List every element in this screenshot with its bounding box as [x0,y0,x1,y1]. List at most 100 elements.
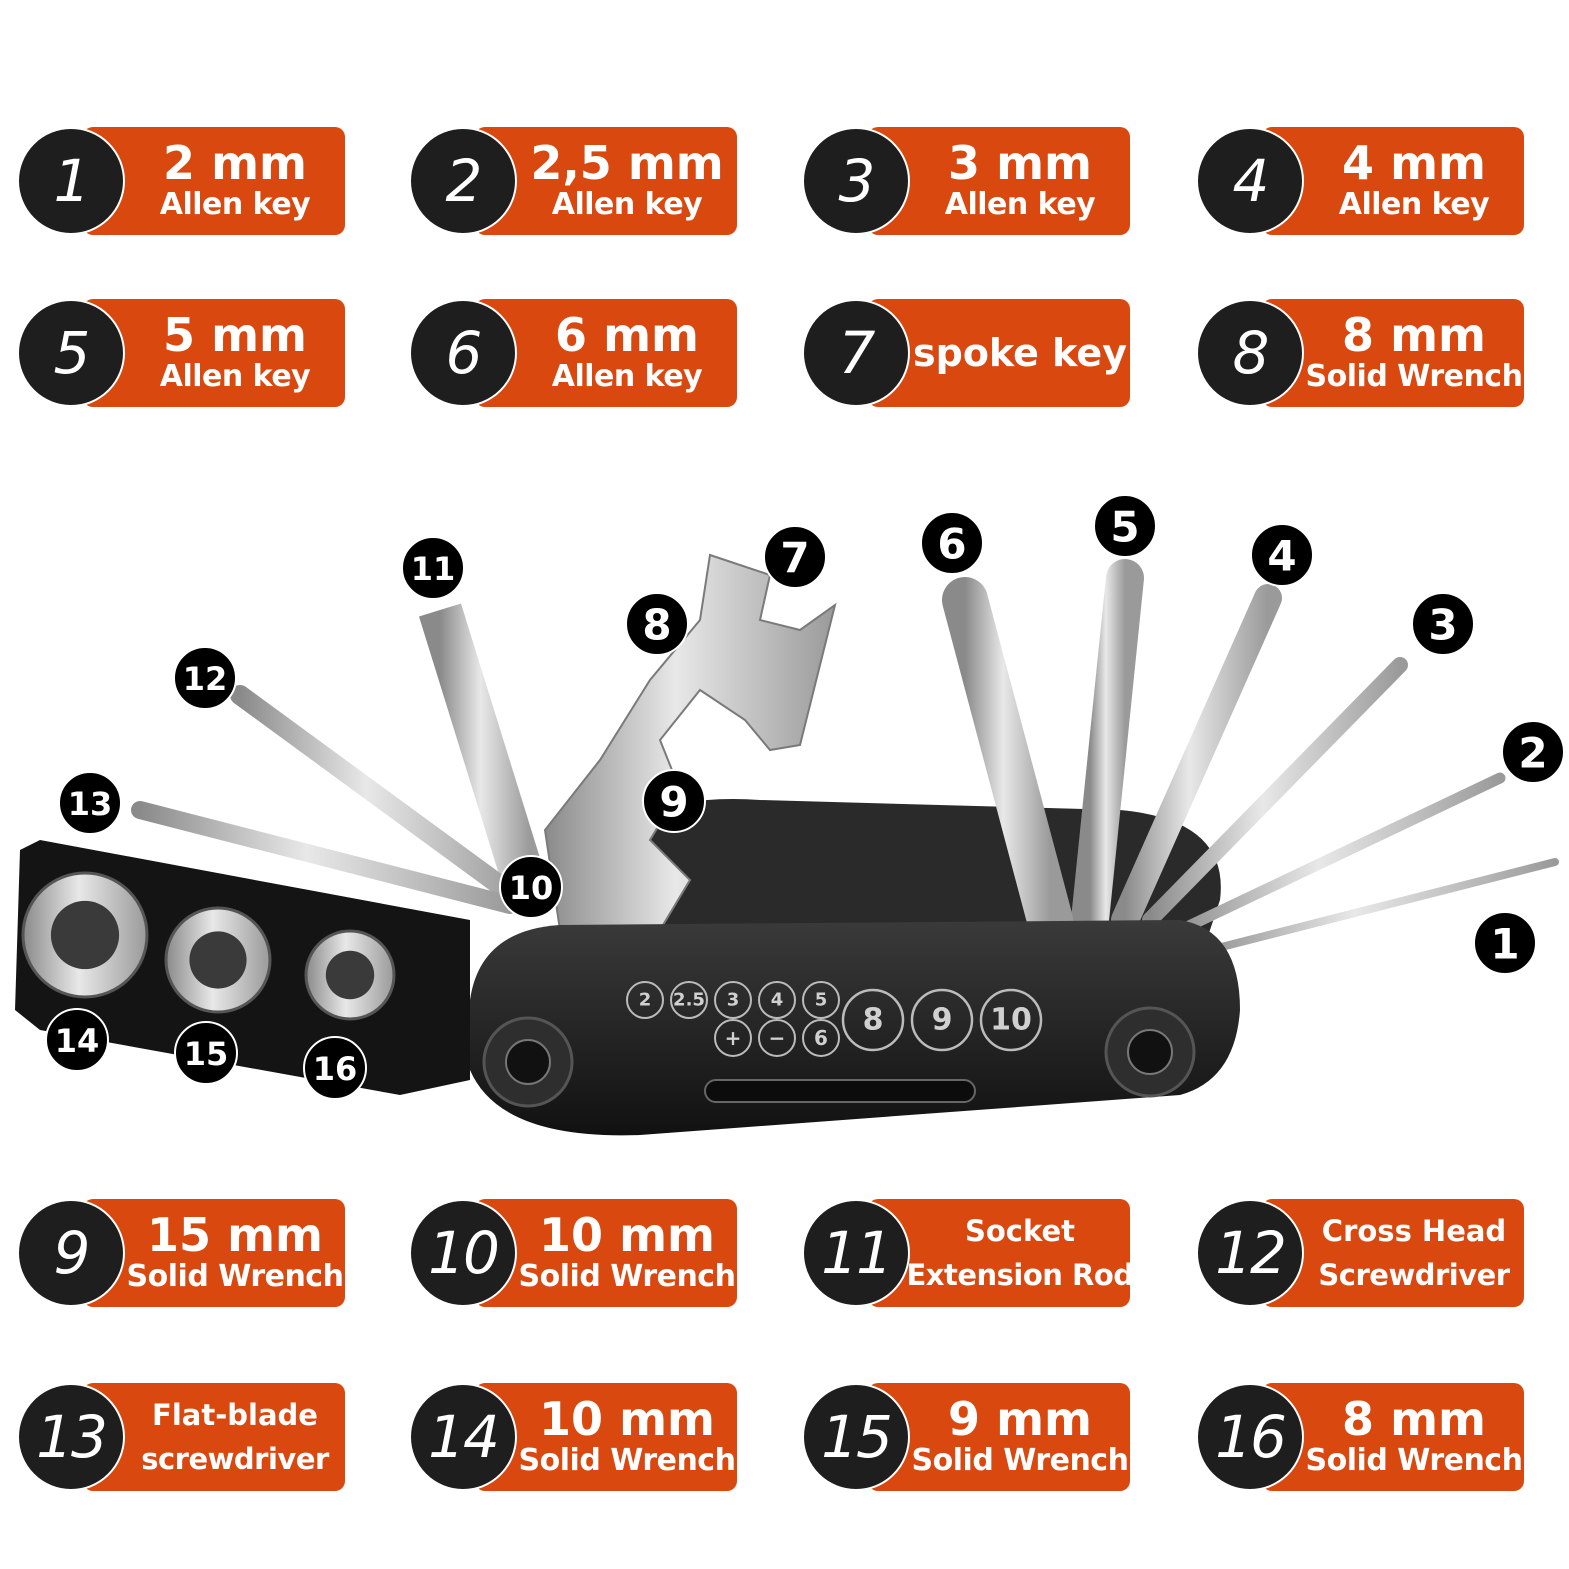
right-screw-head-socket [1127,1029,1173,1075]
label-bar [475,299,737,407]
label-bar [868,1199,1130,1307]
label-bar [83,299,345,407]
label-bar [868,1383,1130,1491]
label-line-1: 2,5 mm [530,136,724,190]
label-line-2: Allen key [551,187,703,222]
engraved-hex-mark [802,1019,840,1057]
allen-key-2-5mm [1164,772,1506,941]
callout-badge-2 [1501,720,1565,784]
label-line-1: 10 mm [539,1208,715,1262]
engraved-label: 2 [639,990,652,1011]
label-bar [1262,1383,1524,1491]
callout-number: 3 [1428,601,1457,650]
engraved-label: 5 [815,990,828,1011]
label-bar [83,1199,345,1307]
socket-10mm-bore [50,900,120,970]
label-number-badge: 13 [17,1383,125,1491]
label-number-badge: 14 [409,1383,517,1491]
callout-number: 6 [937,520,966,569]
label-number-badge: 16 [1196,1383,1304,1491]
label-bar [1262,1199,1524,1307]
engraved-label: 3 [727,990,740,1011]
engraved-hex-mark-large [841,988,905,1052]
label-number-badge: 10 [409,1199,517,1307]
label-number-badge: 3 [802,127,910,235]
engraved-label-large: 8 [863,1003,884,1038]
callout-badge-12 [173,646,237,710]
callout-badge-11 [401,536,465,600]
multi-tool-body [470,920,1240,1136]
callout-number: 7 [780,534,809,583]
engraved-label: 6 [814,1026,828,1050]
label-line-2: Solid Wrench [518,1259,736,1294]
callout-number: 11 [411,550,456,588]
callout-number: 8 [642,601,671,650]
label-number-badge: 5 [17,299,125,407]
engraved-hex-mark [758,981,796,1019]
label-line-2: Solid Wrench [911,1443,1129,1478]
allen-key-2mm [1186,858,1559,959]
label-bar [868,127,1130,235]
callout-number: 5 [1110,503,1139,552]
engraved-label-large: 9 [932,1003,953,1038]
engraved-label-large: 10 [990,1003,1032,1038]
label-number-badge: 9 [17,1199,125,1307]
label-line-1: Flat-blade [152,1398,318,1432]
label-line-1: 6 mm [555,308,699,362]
label-line-2: Extension Rod [906,1258,1134,1292]
callout-badge-6 [920,511,984,575]
label-line-1: 3 mm [948,136,1092,190]
label-line-2: Allen key [159,187,311,222]
engraved-hex-mark [802,981,840,1019]
callout-number: 16 [313,1050,358,1088]
engraved-hex-mark [626,981,664,1019]
engraved-hex-mark [714,1019,752,1057]
label-line-1: 4 mm [1342,136,1486,190]
label-line-1: 9 mm [948,1392,1092,1446]
label-line-1: Socket [964,1214,1076,1248]
label-bar [1262,127,1524,235]
label-line-2: Allen key [944,187,1096,222]
engraved-hex-mark [670,981,708,1019]
allen-key-5mm [1071,559,1144,939]
label-number-badge: 4 [1196,127,1304,235]
label-number-badge: 6 [409,299,517,407]
callout-badge-8 [625,592,689,656]
callout-number: 12 [183,660,228,698]
callout-badge-4 [1250,523,1314,587]
label-line-1: 8 mm [1342,1392,1486,1446]
label-text: spoke key [912,299,1128,407]
callout-number: 15 [184,1035,229,1073]
callout-badge-9 [642,769,706,833]
label-line-2: Screwdriver [1318,1258,1510,1292]
label-number-badge: 12 [1196,1199,1304,1307]
allen-key-3mm [1142,657,1408,928]
label-line-2: Solid Wrench [1305,359,1523,394]
label-line-2: Allen key [159,359,311,394]
label-line-2: Allen key [1338,187,1490,222]
callout-number: 10 [509,869,554,907]
engraved-label: 2.5 [673,990,705,1011]
callout-badge-7 [763,525,827,589]
allen-key-6mm [942,577,1073,943]
label-bar [475,1199,737,1307]
engraved-label: − [769,1026,786,1050]
